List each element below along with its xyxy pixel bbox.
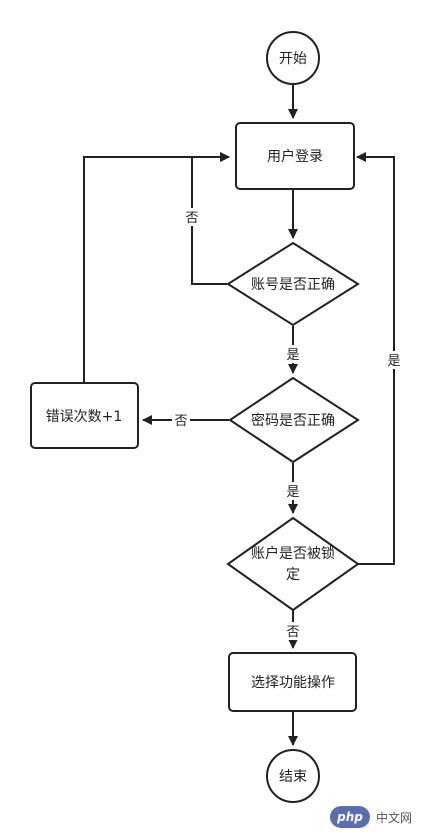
- edge-label-password-no-text: 否: [174, 414, 187, 429]
- error-count-node: 错误次数+1: [30, 382, 139, 449]
- edge-error-to-login: [83, 152, 230, 382]
- end-label: 结束: [279, 769, 307, 785]
- edge-label-password-no: 否: [172, 411, 190, 429]
- login-node: 用户登录: [235, 122, 355, 190]
- watermark-site-text: 中文网: [375, 810, 412, 825]
- edge-label-locked-yes-text: 是: [387, 354, 400, 369]
- edge-label-locked-yes: 是: [386, 351, 402, 369]
- edge-label-locked-no-text: 否: [286, 625, 299, 640]
- watermark: php 中文网: [329, 806, 412, 828]
- check-account-label: 账号是否正确: [251, 277, 335, 293]
- start-node: 开始: [266, 31, 320, 85]
- check-account-node: 账号是否正确: [226, 241, 360, 327]
- choose-function-label: 选择功能操作: [251, 675, 335, 691]
- php-logo: php: [329, 806, 370, 828]
- start-label: 开始: [279, 51, 307, 67]
- end-node: 结束: [266, 749, 320, 803]
- choose-function-node: 选择功能操作: [228, 652, 357, 712]
- check-locked-label-line2: 定: [286, 567, 300, 583]
- check-password-label: 密码是否正确: [251, 412, 335, 429]
- edge-label-account-yes: 是: [285, 345, 301, 363]
- check-password-node: 密码是否正确: [228, 376, 360, 464]
- edge-label-account-no: 否: [184, 208, 200, 226]
- error-count-label: 错误次数+1: [46, 409, 123, 425]
- edge-label-account-yes-text: 是: [286, 348, 299, 363]
- login-label: 用户登录: [267, 148, 323, 165]
- check-locked-label-line1: 账户是否被锁: [251, 545, 335, 562]
- edge-label-account-no-text: 否: [185, 211, 198, 226]
- edge-label-password-yes-text: 是: [286, 485, 299, 500]
- check-locked-node: 账户是否被锁 定: [226, 516, 360, 612]
- edge-label-password-yes: 是: [285, 482, 301, 500]
- edge-label-locked-no: 否: [285, 622, 301, 640]
